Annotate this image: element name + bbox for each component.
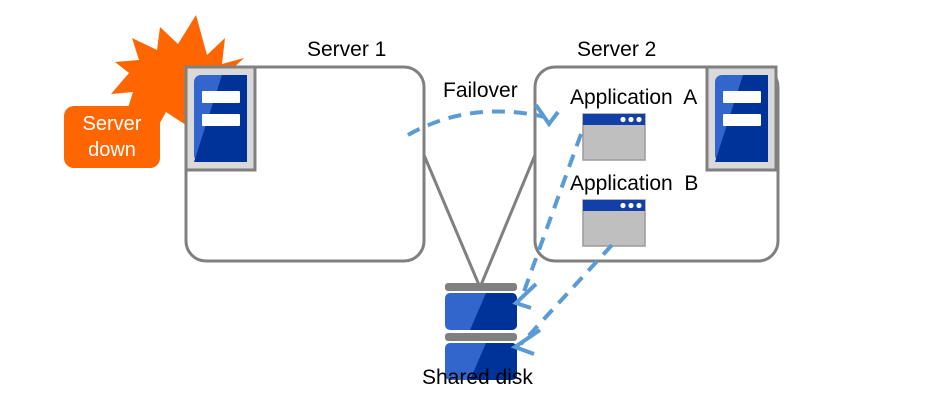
- failover-arrow: [407, 103, 560, 137]
- application-a-window-icon: [582, 113, 646, 161]
- server2-rack-icon: [705, 65, 778, 172]
- application-a-label: Application A: [570, 86, 698, 109]
- server1-title: Server 1: [307, 38, 387, 61]
- alert-burst-icon: [111, 15, 244, 130]
- shared-disk-icon: [445, 283, 517, 380]
- server1-rack-icon: [184, 65, 257, 172]
- app-b-to-disk-arrow: [510, 243, 614, 356]
- application-b-window-icon: [582, 199, 646, 247]
- server1-to-disk-line: [422, 154, 481, 286]
- application-b-label: Application B: [570, 172, 699, 195]
- server2-title: Server 2: [577, 38, 657, 61]
- shared-disk-label: Shared disk: [422, 366, 533, 389]
- server-down-callout: [64, 92, 171, 168]
- server2-to-disk-line: [479, 154, 537, 286]
- app-a-to-disk-arrow: [512, 133, 583, 310]
- failover-label: Failover: [443, 79, 518, 102]
